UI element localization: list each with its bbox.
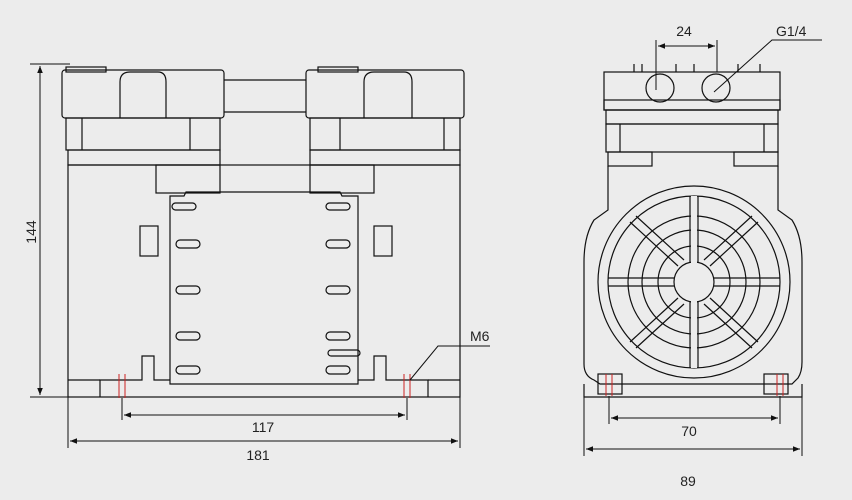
front-connecting-tube — [224, 79, 306, 113]
side-port-left — [645, 73, 675, 103]
side-dim-width — [583, 397, 803, 456]
side-dim-port-spacing — [655, 40, 718, 90]
side-width-label: 89 — [680, 473, 696, 489]
side-head — [603, 71, 781, 111]
front-view — [61, 66, 465, 398]
front-hole-spacing-label: 117 — [252, 419, 275, 435]
side-body-outline — [583, 166, 803, 385]
front-plate-slots — [171, 202, 361, 375]
side-port-right — [701, 73, 731, 103]
side-port-spacing-label: 24 — [676, 23, 692, 39]
front-width-label: 181 — [246, 447, 270, 463]
side-head-fins — [633, 64, 761, 72]
side-port-thread-label: G1/4 — [776, 23, 807, 39]
fan-guard — [597, 185, 791, 379]
side-dim-hole-spacing — [608, 396, 781, 424]
side-port-thread-leader — [713, 39, 822, 93]
front-thread-leader — [409, 345, 490, 381]
front-hole-extensions — [121, 398, 408, 420]
front-left-tab — [139, 225, 159, 257]
front-thread-label: M6 — [470, 328, 490, 344]
side-view — [583, 64, 803, 398]
front-body-outline — [67, 164, 461, 398]
front-right-tab — [373, 225, 393, 257]
side-feet — [583, 384, 803, 398]
side-hole-centerlines — [605, 374, 784, 396]
front-center-plate — [169, 191, 359, 385]
front-right-head — [305, 66, 465, 194]
side-hole-spacing-label: 70 — [681, 423, 697, 439]
front-left-head — [61, 66, 225, 194]
front-hole-centerlines — [118, 374, 411, 398]
front-height-label: 144 — [23, 220, 39, 244]
front-dim-width — [67, 397, 461, 448]
front-feet — [68, 355, 460, 397]
front-dim-height — [30, 63, 70, 398]
